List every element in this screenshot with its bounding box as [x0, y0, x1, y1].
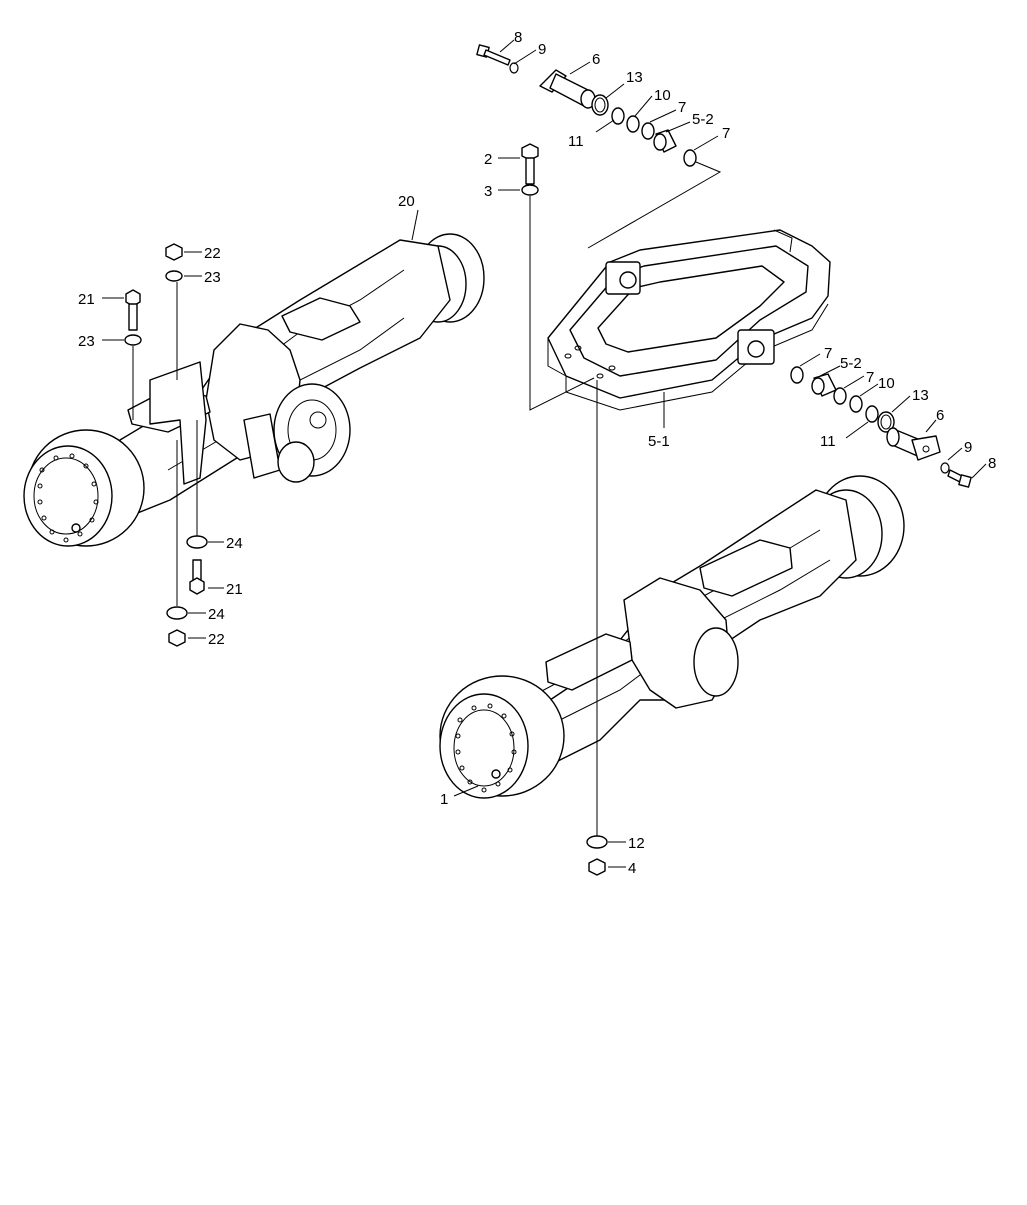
- callout-labels: 8 9 6 13 10 7 5-2 7 11 2 3 20 22 23 21 2…: [78, 29, 996, 877]
- bolt-2: [521, 143, 539, 185]
- bushing-5-2-right: [811, 373, 837, 397]
- callout-9-top: 9: [538, 41, 546, 58]
- oring-10-top: [626, 115, 640, 133]
- alignment-lines: [132, 161, 722, 836]
- nut-4: [588, 858, 606, 876]
- oring-11-top: [611, 107, 625, 125]
- callout-11-top: 11: [568, 133, 584, 150]
- callout-7-top-b: 7: [722, 125, 730, 142]
- bolt-8-top: [476, 44, 511, 66]
- oring-11-right: [865, 405, 879, 423]
- callout-7-right-b: 7: [866, 369, 874, 386]
- axle-assembly-1: [439, 475, 905, 799]
- callout-5-2-right: 5-2: [840, 355, 862, 372]
- footer-code: ....: [790, 1193, 807, 1200]
- callout-2: 2: [484, 151, 492, 168]
- callout-5-2-top: 5-2: [692, 111, 714, 128]
- nut-22-bottom: [168, 629, 186, 647]
- oring-10-right: [849, 395, 863, 413]
- top-pin-hardware: [476, 44, 697, 167]
- callout-8-top: 8: [514, 29, 522, 46]
- axle-assembly-20: [23, 233, 485, 547]
- washer-12: [586, 835, 608, 849]
- washer-9-right: [940, 462, 950, 474]
- oring-7-top-a: [641, 122, 655, 140]
- callout-7-top-a: 7: [678, 99, 686, 116]
- callout-10-right: 10: [878, 375, 895, 392]
- callout-8-right: 8: [988, 455, 996, 472]
- callout-23-left: 23: [78, 333, 95, 350]
- callout-12: 12: [628, 835, 645, 852]
- callout-13-top: 13: [626, 69, 643, 86]
- oring-7-right-b: [833, 387, 847, 405]
- bolt-21-bottom: [189, 559, 205, 595]
- washer-9-top: [509, 62, 519, 74]
- bolt-21-top: [125, 289, 141, 331]
- washer-24-bottom: [166, 606, 188, 620]
- callout-24-top: 24: [226, 535, 243, 552]
- callout-7-right-a: 7: [824, 345, 832, 362]
- callout-11-right: 11: [820, 433, 836, 450]
- callout-21-top: 21: [78, 291, 95, 308]
- callout-1: 1: [440, 791, 448, 808]
- callout-24-bottom: 24: [208, 606, 225, 623]
- callout-22-top: 22: [204, 245, 221, 262]
- callout-6-top: 6: [592, 51, 600, 68]
- callout-22-bottom: 22: [208, 631, 225, 648]
- callout-23-top: 23: [204, 269, 221, 286]
- callout-6-right: 6: [936, 407, 944, 424]
- right-pin-hardware: [790, 366, 972, 488]
- nut-22-top: [165, 243, 183, 261]
- washer-23-left: [124, 334, 142, 346]
- pin-6-right: [886, 427, 941, 461]
- oring-7-top-b: [683, 149, 697, 167]
- leader-lines: [102, 39, 987, 868]
- pin-6-top: [539, 69, 596, 109]
- washer-24-top: [186, 535, 208, 549]
- callout-10-top: 10: [654, 87, 671, 104]
- bolt-8-right: [947, 469, 972, 488]
- oring-7-right-a: [790, 366, 804, 384]
- washer-23-top: [165, 270, 183, 282]
- callout-9-right: 9: [964, 439, 972, 456]
- callout-13-right: 13: [912, 387, 929, 404]
- axle-support-frame-5-1: [547, 229, 831, 411]
- bushing-5-2-top: [653, 129, 677, 153]
- callout-5-1: 5-1: [648, 433, 670, 450]
- callout-3: 3: [484, 183, 492, 200]
- washer-3: [521, 184, 539, 196]
- callout-21-bottom: 21: [226, 581, 243, 598]
- callout-20: 20: [398, 193, 415, 210]
- callout-4: 4: [628, 860, 636, 877]
